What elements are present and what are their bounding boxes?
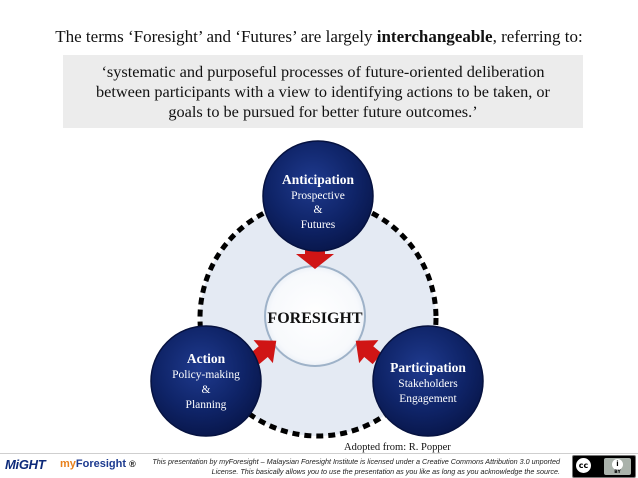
participation-node bbox=[372, 325, 484, 437]
by-label: BY bbox=[614, 470, 621, 475]
arrow-participation-to-center bbox=[355, 340, 382, 365]
cc-icon: cc bbox=[576, 458, 591, 473]
participation-line: Stakeholders bbox=[398, 378, 458, 390]
anticipation-line: Futures bbox=[301, 219, 336, 231]
participation-line: Engagement bbox=[399, 393, 457, 405]
action-title: Action bbox=[187, 351, 226, 366]
source-credit: Adopted from: R. Popper bbox=[344, 442, 451, 453]
person-icon: i bbox=[612, 459, 623, 470]
center-label: FORESIGHT bbox=[267, 310, 362, 327]
license-line: This presentation by myForesight – Malay… bbox=[152, 457, 560, 466]
anticipation-line: & bbox=[314, 204, 323, 216]
arrow-action-to-center bbox=[250, 340, 277, 365]
headline-end: , referring to: bbox=[492, 27, 583, 46]
footer-divider bbox=[0, 453, 638, 454]
action-line: & bbox=[202, 384, 211, 396]
might-logo: MiGHT bbox=[5, 457, 46, 472]
headline-text: The terms ‘Foresight’ and ‘Futures’ are … bbox=[55, 27, 377, 46]
headline-emphasis: interchangeable bbox=[376, 27, 493, 46]
headline: The terms ‘Foresight’ and ‘Futures’ are … bbox=[0, 27, 638, 47]
attribution-icon: i BY bbox=[604, 458, 631, 475]
logo-my: my bbox=[60, 458, 76, 470]
quote-line: between participants with a view to iden… bbox=[96, 81, 550, 101]
action-line: Policy-making bbox=[172, 369, 240, 381]
action-node bbox=[150, 325, 262, 437]
definition-quote-box: ‘systematic and purposeful processes of … bbox=[63, 55, 583, 128]
participation-title: Participation bbox=[390, 360, 466, 375]
license-notice: This presentation by myForesight – Malay… bbox=[140, 457, 560, 477]
quote-line: ‘systematic and purposeful processes of … bbox=[101, 61, 545, 81]
logo-foresight: Foresight bbox=[75, 458, 127, 470]
logo-registered: ® bbox=[129, 459, 136, 469]
license-line: License. This basically allows you to us… bbox=[211, 467, 560, 476]
action-line: Planning bbox=[186, 399, 227, 411]
quote-line: goals to be pursued for better future ou… bbox=[168, 101, 478, 121]
anticipation-node bbox=[262, 140, 374, 252]
anticipation-line: Prospective bbox=[291, 190, 345, 202]
anticipation-title: Anticipation bbox=[282, 172, 355, 187]
creative-commons-badge[interactable]: cc i BY bbox=[572, 455, 636, 478]
definition-quote: ‘systematic and purposeful processes of … bbox=[86, 62, 560, 122]
myforesight-logo: myForesight ® bbox=[60, 458, 136, 470]
